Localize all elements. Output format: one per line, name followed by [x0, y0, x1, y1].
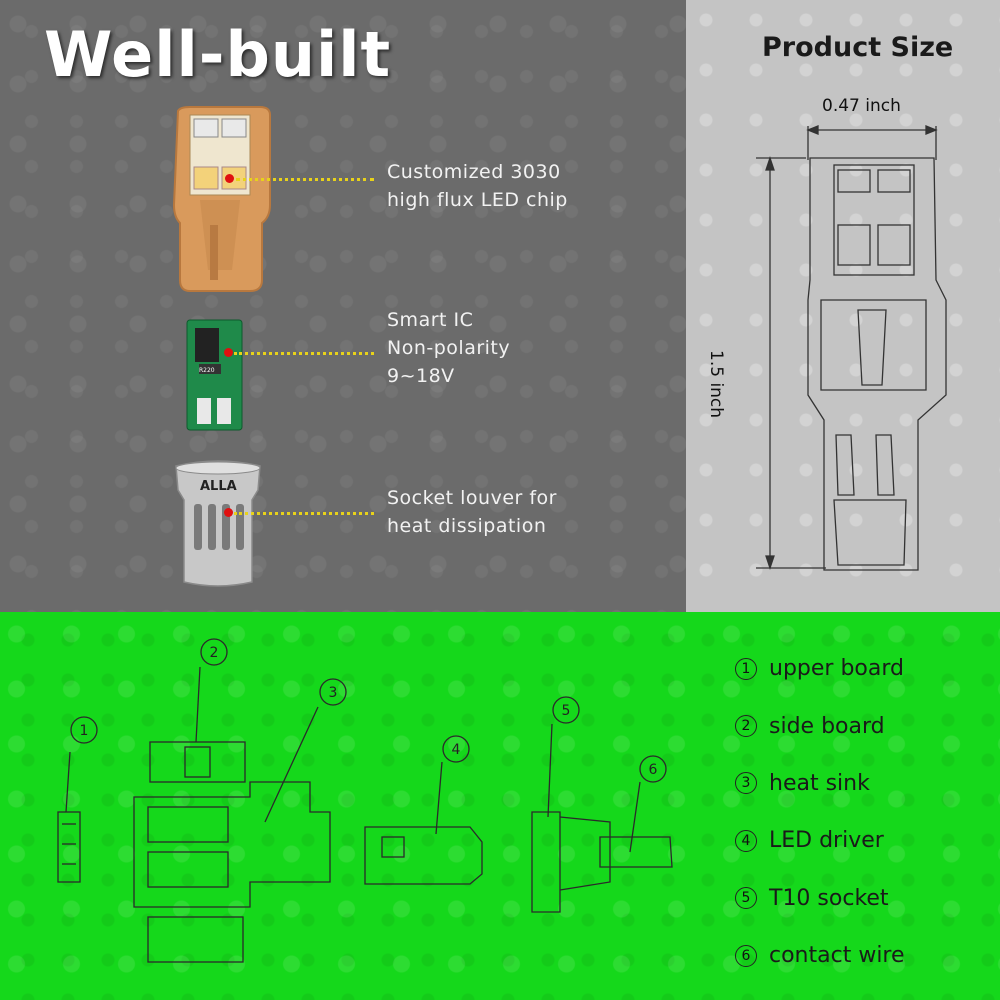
callout-5: 5: [562, 703, 571, 719]
page-title: Well-built: [44, 18, 392, 91]
callout-3: 3: [329, 685, 338, 701]
height-dimension: 1.5 inch: [706, 350, 726, 419]
socket-image: ALLA: [175, 460, 261, 587]
legend-number: 4: [735, 829, 757, 852]
led-chip-heatsink-image: [172, 106, 271, 292]
parts-legend: 1 upper board 2 side board 3 heat sink 4…: [735, 640, 905, 984]
smart-ic-board-image: R220: [186, 319, 243, 431]
ic-marker: [224, 348, 233, 357]
product-size-panel: [686, 0, 1000, 612]
product-size-drawing: [756, 125, 947, 571]
legend-number: 2: [735, 715, 757, 738]
legend-number: 1: [735, 657, 757, 680]
legend-item: 1 upper board: [735, 640, 905, 697]
width-dimension: 0.47 inch: [822, 96, 901, 116]
feature-socket-louver: Socket louver for heat dissipation: [387, 487, 557, 537]
legend-item: 6 contact wire: [735, 927, 905, 984]
callout-6: 6: [649, 762, 658, 778]
legend-number: 6: [735, 944, 757, 967]
chip-label: R220: [199, 367, 215, 374]
callout-2: 2: [210, 645, 219, 661]
legend-label: contact wire: [769, 943, 905, 969]
legend-item: 2 side board: [735, 697, 905, 754]
feature-smart-ic: Smart IC Non-polarity 9~18V: [387, 309, 511, 387]
legend-label: side board: [769, 713, 885, 739]
socket-brand: ALLA: [200, 479, 237, 494]
chip-marker: [225, 174, 234, 183]
callout-1: 1: [80, 723, 89, 739]
exploded-view-drawing: 1 2 3 4 5 6: [57, 638, 673, 963]
feature-led-chip: Customized 3030 high flux LED chip: [387, 161, 568, 211]
legend-item: 3 heat sink: [735, 755, 905, 812]
legend-label: heat sink: [769, 770, 870, 796]
legend-number: 3: [735, 772, 757, 795]
legend-number: 5: [735, 887, 757, 910]
callout-4: 4: [452, 742, 461, 758]
legend-label: T10 socket: [769, 885, 889, 911]
chip-leader-line: [236, 178, 374, 181]
exploded-view-panel: [0, 612, 1000, 1000]
socket-marker: [224, 508, 233, 517]
legend-item: 4 LED driver: [735, 812, 905, 869]
ic-leader-line: [234, 352, 374, 355]
features-panel: [0, 0, 686, 612]
legend-item: 5 T10 socket: [735, 870, 905, 927]
product-size-title: Product Size: [762, 32, 954, 63]
legend-label: upper board: [769, 656, 904, 682]
socket-leader-line: [234, 512, 374, 515]
legend-label: LED driver: [769, 828, 884, 854]
